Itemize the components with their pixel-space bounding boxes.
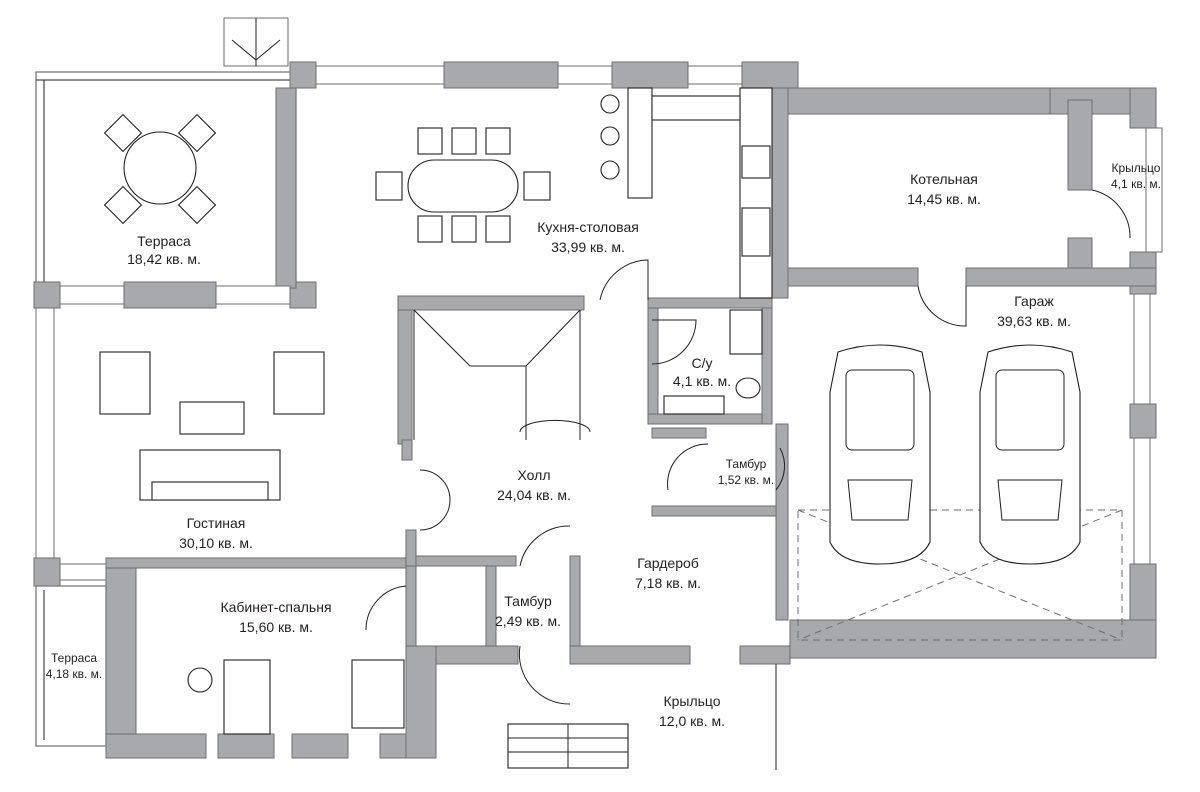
svg-text:18,42 кв. м.: 18,42 кв. м. (127, 251, 201, 267)
garage-door-swing (797, 509, 1123, 641)
svg-text:4,1 кв. м.: 4,1 кв. м. (1111, 177, 1161, 191)
study-furniture (187, 659, 405, 735)
svg-text:14,45 кв. м.: 14,45 кв. м. (907, 191, 981, 207)
svg-text:Гараж: Гараж (1014, 293, 1054, 309)
staircase (413, 309, 591, 440)
walls (33, 61, 1163, 759)
svg-text:Крыльцо: Крыльцо (663, 693, 720, 709)
living-furniture (99, 351, 325, 501)
svg-text:2,49 кв. м.: 2,49 кв. м. (495, 613, 561, 629)
wc-fixtures (663, 309, 763, 415)
svg-text:Котельная: Котельная (910, 171, 978, 187)
svg-text:Тамбур: Тамбур (726, 457, 767, 471)
svg-text:Терраса: Терраса (51, 651, 97, 665)
room-label-wc: С/у 4,1 кв. м. (673, 355, 731, 389)
svg-text:33,99 кв. м.: 33,99 кв. м. (551, 239, 625, 255)
room-label-vestibule: Тамбур 2,49 кв. м. (495, 593, 561, 629)
svg-text:Кухня-столовая: Кухня-столовая (537, 219, 639, 235)
svg-text:Холл: Холл (518, 467, 551, 483)
svg-text:Гардероб: Гардероб (637, 555, 699, 571)
svg-text:39,63 кв. м.: 39,63 кв. м. (997, 313, 1071, 329)
dining-table (375, 127, 551, 243)
room-label-terrace-bottom: Терраса 4,18 кв. м. (46, 651, 103, 681)
svg-text:Крыльцо: Крыльцо (1112, 161, 1161, 175)
svg-text:24,04 кв. м.: 24,04 кв. м. (497, 487, 571, 503)
svg-text:7,18 кв. м.: 7,18 кв. м. (635, 575, 701, 591)
room-label-boiler: Котельная 14,45 кв. м. (907, 171, 981, 207)
room-label-study: Кабинет-спальня 15,60 кв. м. (220, 599, 331, 635)
room-label-porch-front: Крыльцо 12,0 кв. м. (659, 693, 725, 729)
terrace-table (103, 113, 217, 225)
room-label-living: Гостиная 30,10 кв. м. (179, 515, 253, 551)
car-left (829, 344, 931, 565)
room-label-hall: Холл 24,04 кв. м. (497, 467, 571, 503)
room-label-porch-side: Крыльцо 4,1 кв. м. (1111, 161, 1161, 191)
svg-text:1,52 кв. м.: 1,52 кв. м. (718, 473, 775, 487)
svg-text:4,18 кв. м.: 4,18 кв. м. (46, 667, 103, 681)
svg-text:Гостиная: Гостиная (187, 515, 246, 531)
svg-text:30,10 кв. м.: 30,10 кв. м. (179, 535, 253, 551)
svg-text:Тамбур: Тамбур (504, 593, 552, 609)
svg-text:Кабинет-спальня: Кабинет-спальня (220, 599, 331, 615)
svg-text:12,0 кв. м.: 12,0 кв. м. (659, 713, 725, 729)
room-label-garage: Гараж 39,63 кв. м. (997, 293, 1071, 329)
svg-text:Терраса: Терраса (137, 233, 191, 249)
svg-text:4,1 кв. м.: 4,1 кв. м. (673, 373, 731, 389)
room-label-wardrobe: Гардероб 7,18 кв. м. (635, 555, 701, 591)
svg-text:15,60 кв. м.: 15,60 кв. м. (239, 619, 313, 635)
kitchen-counter (600, 87, 773, 299)
front-steps (507, 664, 777, 770)
room-label-vestibule-small: Тамбур 1,52 кв. м. (718, 457, 775, 487)
room-label-terrace-top: Терраса 18,42 кв. м. (127, 233, 201, 267)
svg-text:С/у: С/у (692, 355, 713, 371)
door-arcs (365, 189, 1131, 705)
terrace-outline-bottom (35, 585, 107, 747)
car-right (979, 344, 1081, 565)
room-label-kitchen: Кухня-столовая 33,99 кв. м. (537, 219, 639, 255)
